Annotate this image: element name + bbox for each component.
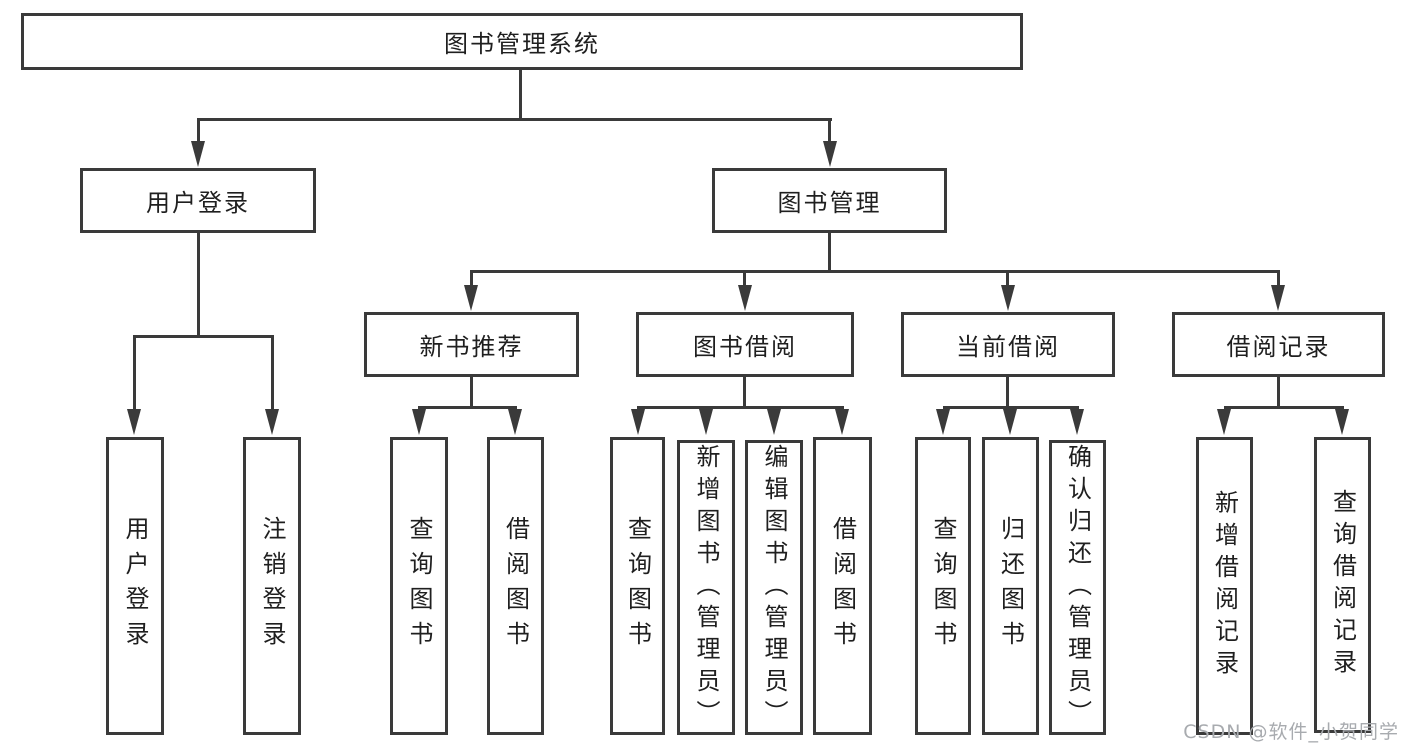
connector-line (418, 406, 517, 409)
connector-line (197, 118, 832, 121)
node-root: 图书管理系统 (21, 13, 1023, 70)
connector-line (271, 335, 274, 411)
connector-line (943, 406, 1079, 409)
connector-line (197, 233, 200, 335)
arrow-down-icon (699, 409, 713, 435)
leaf-user-login-label: 用户登录 (121, 516, 149, 656)
connector-line (133, 335, 274, 338)
leaf-current-return-books-label: 归还图书 (996, 516, 1025, 656)
arrow-down-icon (738, 285, 752, 311)
connector-line (1006, 377, 1009, 409)
node-book-borrow: 图书借阅 (636, 312, 854, 377)
leaf-current-query-books: 查询图书 (915, 437, 971, 735)
connector-line (637, 406, 844, 409)
connector-line (133, 335, 136, 411)
arrow-down-icon (1001, 285, 1015, 311)
leaf-records-query-record-label: 查询借阅记录 (1328, 489, 1357, 681)
leaf-borrow-borrow-books-label: 借阅图书 (828, 516, 857, 656)
leaf-user-login: 用户登录 (106, 437, 164, 735)
leaf-recommend-query-books-label: 查询图书 (405, 516, 433, 656)
arrow-down-icon (767, 409, 781, 435)
node-book-management: 图书管理 (712, 168, 947, 233)
node-new-book-recommend-label: 新书推荐 (419, 333, 524, 361)
leaf-borrow-query-books: 查询图书 (610, 437, 665, 735)
leaf-logout-label: 注销登录 (258, 516, 286, 656)
leaf-recommend-borrow-books: 借阅图书 (487, 437, 544, 735)
leaf-borrow-add-books-label: 新增图书（管理员） (692, 443, 720, 732)
arrow-down-icon (508, 409, 522, 435)
connector-line (1277, 377, 1280, 409)
connector-line (1277, 270, 1280, 288)
connector-line (470, 377, 473, 409)
arrow-down-icon (835, 409, 849, 435)
leaf-recommend-query-books: 查询图书 (390, 437, 448, 735)
connector-line (828, 233, 831, 273)
connector-line (470, 270, 1280, 273)
arrow-down-icon (823, 141, 837, 167)
leaf-records-add-record: 新增借阅记录 (1196, 437, 1253, 735)
arrow-down-icon (1217, 409, 1231, 435)
leaf-records-query-record: 查询借阅记录 (1314, 437, 1371, 733)
leaf-borrow-borrow-books: 借阅图书 (813, 437, 872, 735)
node-borrow-records: 借阅记录 (1172, 312, 1385, 377)
arrow-down-icon (1271, 285, 1285, 311)
connector-line (1006, 270, 1009, 288)
leaf-current-return-books: 归还图书 (982, 437, 1039, 735)
connector-line (197, 118, 200, 144)
leaf-borrow-edit-books-label: 编辑图书（管理员） (760, 443, 788, 732)
connector-line (519, 69, 522, 119)
node-borrow-records-label: 借阅记录 (1226, 333, 1331, 361)
arrow-down-icon (191, 141, 205, 167)
node-current-borrow: 当前借阅 (901, 312, 1115, 377)
node-current-borrow-label: 当前借阅 (956, 333, 1060, 361)
node-book-borrow-label: 图书借阅 (693, 333, 797, 361)
arrow-down-icon (265, 409, 279, 435)
leaf-current-query-books-label: 查询图书 (929, 516, 957, 656)
leaf-current-confirm-return: 确认归还（管理员） (1049, 440, 1106, 735)
node-user-login: 用户登录 (80, 168, 316, 233)
arrow-down-icon (1003, 409, 1017, 435)
leaf-borrow-edit-books: 编辑图书（管理员） (745, 440, 803, 735)
arrow-down-icon (936, 409, 950, 435)
leaf-logout: 注销登录 (243, 437, 301, 735)
node-root-label: 图书管理系统 (444, 30, 600, 58)
arrow-down-icon (127, 409, 141, 435)
arrow-down-icon (464, 285, 478, 311)
arrow-down-icon (631, 409, 645, 435)
connector-line (1224, 406, 1344, 409)
connector-line (743, 377, 746, 409)
leaf-borrow-query-books-label: 查询图书 (623, 516, 652, 656)
node-new-book-recommend: 新书推荐 (364, 312, 579, 377)
node-user-login-label: 用户登录 (146, 189, 250, 217)
connector-line (470, 270, 473, 288)
arrow-down-icon (1335, 409, 1349, 435)
leaf-current-confirm-return-label: 确认归还（管理员） (1063, 443, 1092, 732)
leaf-borrow-add-books: 新增图书（管理员） (677, 440, 735, 735)
leaf-records-add-record-label: 新增借阅记录 (1210, 490, 1239, 682)
arrow-down-icon (1070, 409, 1084, 435)
csdn-watermark: CSDN @软件_小贺同学 (1183, 721, 1399, 743)
connector-line (743, 270, 746, 288)
arrow-down-icon (412, 409, 426, 435)
connector-line (828, 118, 831, 144)
leaf-recommend-borrow-books-label: 借阅图书 (501, 516, 530, 656)
node-book-management-label: 图书管理 (777, 189, 882, 217)
